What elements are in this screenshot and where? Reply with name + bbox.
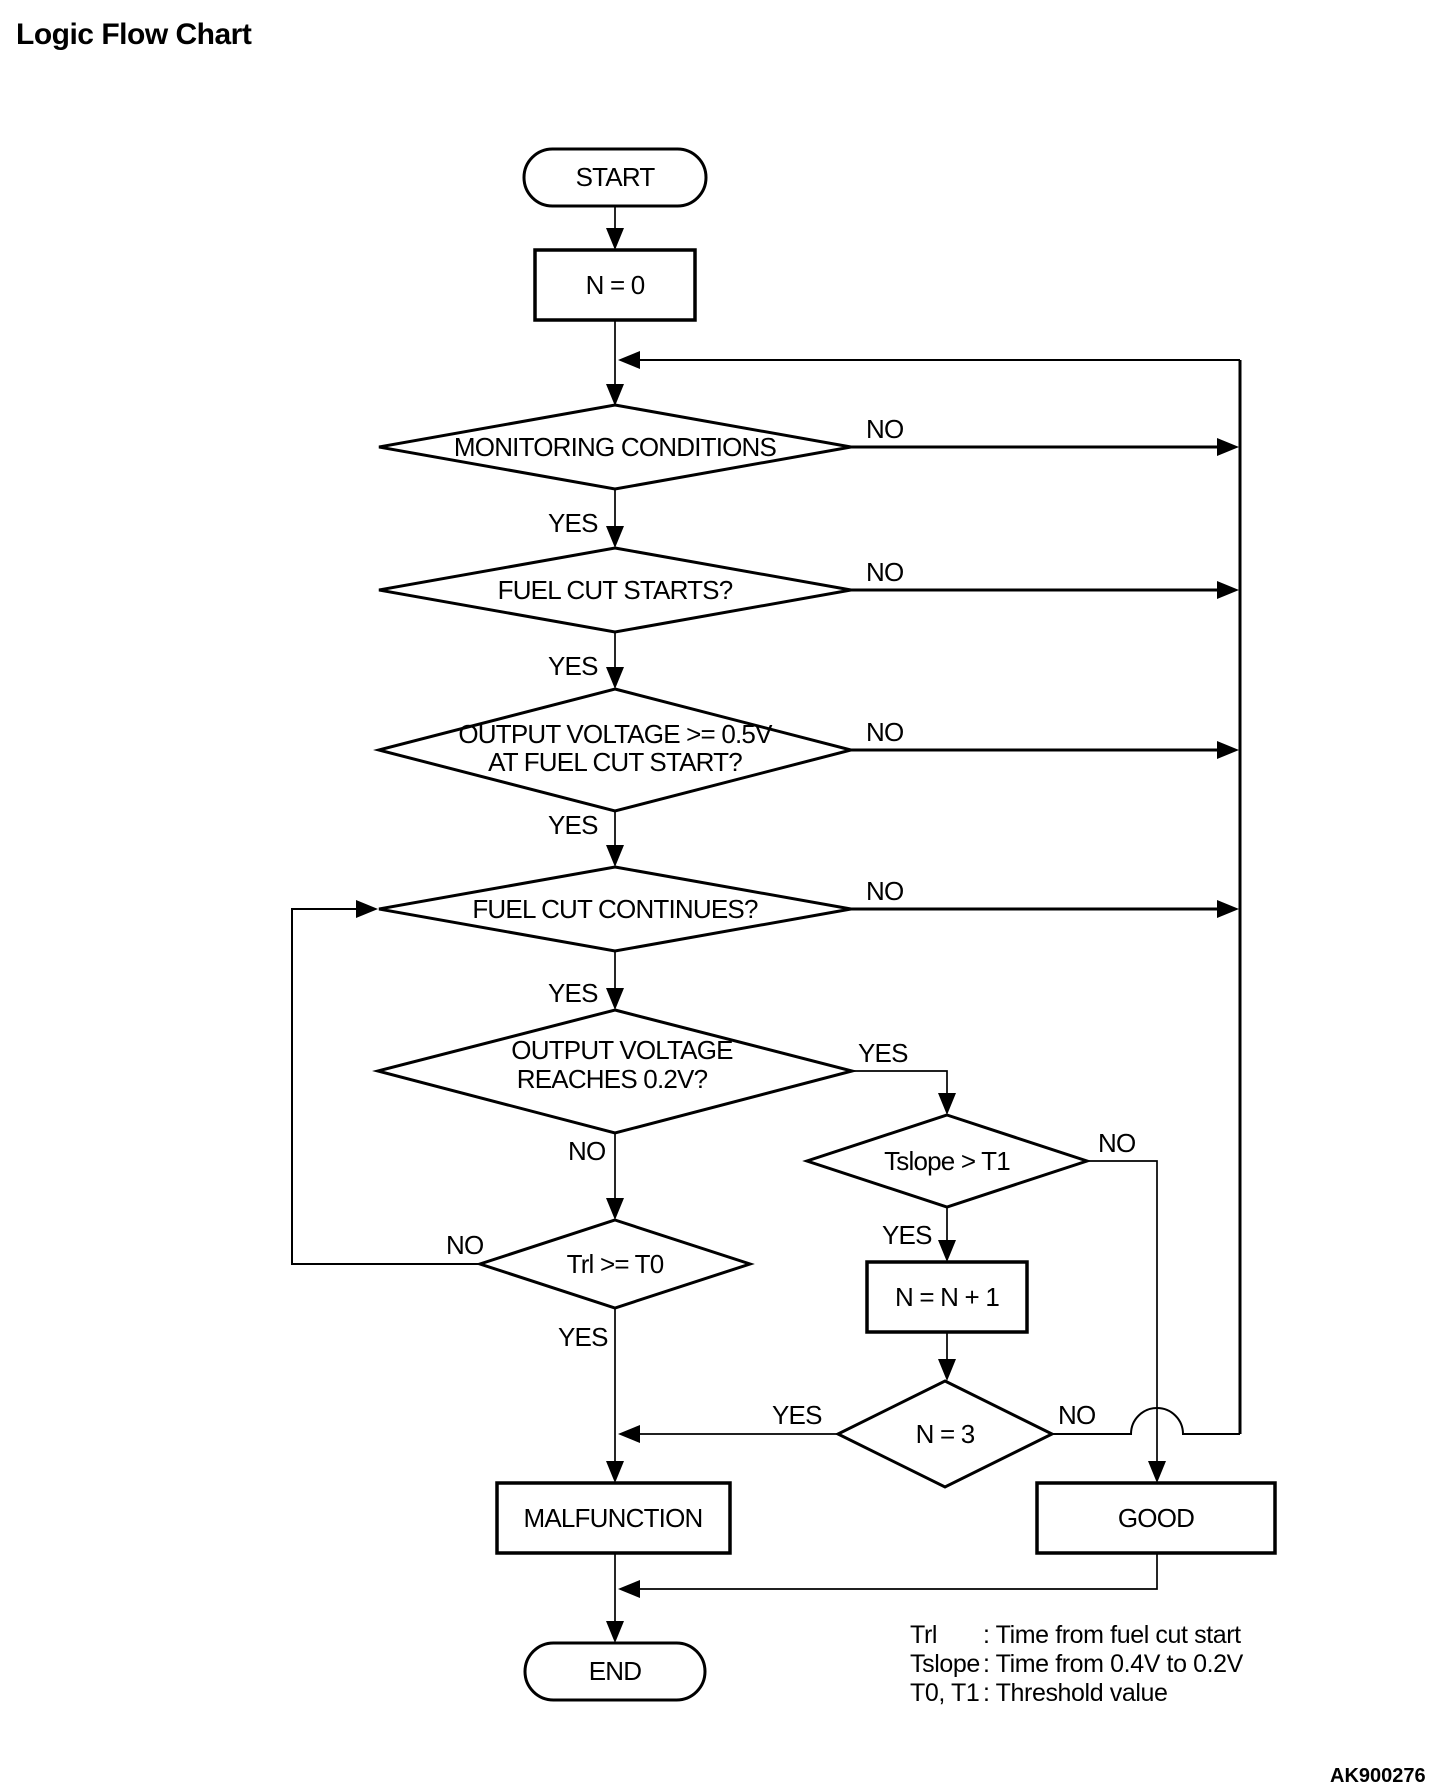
output02-decision-shape — [372, 1008, 858, 1135]
node-output-voltage-02: OUTPUT VOLTAGE REACHES 0.2V? — [372, 1008, 858, 1135]
node-good: GOOD — [1035, 1481, 1277, 1555]
fuel-cut-starts-yes-label: YES — [548, 651, 598, 681]
end-terminator-shape — [523, 1641, 707, 1702]
page-title: Logic Flow Chart — [16, 18, 252, 51]
node-end: END — [523, 1641, 707, 1702]
arrow-fuel-cut-starts-no-into-trunk — [1217, 581, 1239, 599]
output05-label-line2: AT FUEL CUT START? — [488, 747, 742, 777]
trl-label: Trl >= T0 — [567, 1249, 664, 1279]
arrow-into-end — [606, 1621, 624, 1643]
fuel-cut-continues-label: FUEL CUT CONTINUES? — [472, 894, 758, 924]
node-start: START — [522, 147, 708, 208]
monitoring-label: MONITORING CONDITIONS — [454, 432, 777, 462]
legend-term-t0t1: T0, T1 — [910, 1679, 979, 1707]
arrow-into-init — [606, 228, 624, 250]
n3-decision-shape — [834, 1379, 1056, 1489]
tslope-label: Tslope > T1 — [884, 1146, 1010, 1176]
n3-no-label: NO — [1058, 1400, 1095, 1430]
increment-label: N = N + 1 — [895, 1282, 999, 1312]
trl-decision-shape — [475, 1218, 755, 1310]
arrow-feedback-into-fuel-cut-continues — [356, 900, 378, 918]
arrow-into-n3 — [938, 1359, 956, 1381]
arrow-into-malfunction — [606, 1461, 624, 1483]
init-process-shape — [533, 248, 697, 322]
node-fuel-cut-continues: FUEL CUT CONTINUES? — [378, 865, 852, 953]
n3-yes-label: YES — [772, 1400, 822, 1430]
arrow-monitoring-no-into-trunk — [1217, 438, 1239, 456]
output05-label-line1: OUTPUT VOLTAGE >= 0.5V — [458, 719, 773, 749]
output02-label-line2: REACHES 0.2V? — [517, 1064, 708, 1094]
monitoring-no-label: NO — [866, 414, 903, 444]
node-malfunction: MALFUNCTION — [495, 1481, 732, 1555]
output05-yes-label: YES — [548, 810, 598, 840]
fuel-cut-starts-decision-shape — [378, 546, 852, 634]
figure-code: AK900276 — [1330, 1765, 1426, 1787]
arrow-into-good — [1148, 1461, 1166, 1483]
flow-connectors — [291, 206, 1242, 1621]
node-increment: N = N + 1 — [865, 1260, 1029, 1334]
monitoring-yes-label: YES — [548, 508, 598, 538]
output05-no-label: NO — [866, 717, 903, 747]
edge-labels: NO YES NO YES NO YES NO YES YES NO NO YE… — [446, 414, 1136, 1430]
edge-good-to-end — [640, 1553, 1158, 1590]
fuel-cut-continues-no-label: NO — [866, 876, 903, 906]
start-terminator-shape — [522, 147, 708, 208]
arrow-into-output02 — [606, 988, 624, 1010]
legend-def-tslope: : Time from 0.4V to 0.2V — [983, 1650, 1244, 1678]
tslope-yes-label: YES — [882, 1220, 932, 1250]
legend-def-trl: : Time from fuel cut start — [983, 1621, 1241, 1649]
node-fuel-cut-starts: FUEL CUT STARTS? — [378, 546, 852, 634]
fuel-cut-continues-decision-shape — [378, 865, 852, 953]
legend: Trl : Time from fuel cut start Tslope : … — [910, 1621, 1244, 1707]
node-trl: Trl >= T0 — [475, 1218, 755, 1310]
arrow-into-tslope — [938, 1093, 956, 1115]
arrowheads — [356, 228, 1239, 1643]
trl-yes-label: YES — [558, 1322, 608, 1352]
node-output-voltage-05: OUTPUT VOLTAGE >= 0.5V AT FUEL CUT START… — [373, 687, 857, 813]
edge-tslope-no-to-good — [1087, 1160, 1158, 1461]
arrow-into-trl — [606, 1198, 624, 1220]
increment-process-shape — [865, 1260, 1029, 1334]
start-label: START — [576, 162, 656, 192]
arrow-n3-yes-into-spine — [618, 1425, 640, 1443]
node-tslope: Tslope > T1 — [802, 1113, 1092, 1209]
node-n-equals-3: N = 3 — [834, 1379, 1056, 1489]
arrow-fuel-cut-continues-no-into-trunk — [1217, 900, 1239, 918]
fuel-cut-continues-yes-label: YES — [548, 978, 598, 1008]
legend-term-tslope: Tslope — [910, 1650, 980, 1678]
output02-no-label: NO — [568, 1136, 605, 1166]
legend-term-trl: Trl — [910, 1621, 937, 1649]
arrow-output05-no-into-trunk — [1217, 741, 1239, 759]
n3-label: N = 3 — [916, 1419, 975, 1449]
legend-def-t0t1: : Threshold value — [983, 1679, 1168, 1707]
malfunction-label: MALFUNCTION — [524, 1503, 703, 1533]
node-monitoring-conditions: MONITORING CONDITIONS — [378, 403, 852, 491]
init-label: N = 0 — [586, 270, 645, 300]
arrow-into-fuel-cut-starts — [606, 526, 624, 548]
tslope-decision-shape — [802, 1113, 1092, 1209]
good-label: GOOD — [1118, 1503, 1194, 1533]
trl-no-label: NO — [446, 1230, 483, 1260]
monitoring-decision-shape — [378, 403, 852, 491]
edge-trl-no-feedback — [291, 908, 480, 1265]
output02-label-line1: OUTPUT VOLTAGE — [511, 1035, 733, 1065]
arrow-into-increment — [938, 1240, 956, 1262]
output02-yes-label: YES — [858, 1038, 908, 1068]
tslope-no-label: NO — [1098, 1128, 1135, 1158]
node-init: N = 0 — [533, 248, 697, 322]
edge-output02-yes — [852, 1070, 948, 1093]
arrow-into-output05 — [606, 667, 624, 689]
fuel-cut-starts-label: FUEL CUT STARTS? — [498, 575, 733, 605]
arrow-feedback-into-spine — [618, 351, 640, 369]
end-label: END — [589, 1656, 642, 1686]
arrow-into-monitoring — [606, 384, 624, 406]
arrow-into-fuel-cut-continues — [606, 845, 624, 867]
arrow-good-into-spine — [618, 1580, 640, 1598]
fuel-cut-starts-no-label: NO — [866, 557, 903, 587]
good-shape — [1035, 1481, 1277, 1555]
malfunction-shape — [495, 1481, 732, 1555]
output05-decision-shape — [373, 687, 857, 813]
